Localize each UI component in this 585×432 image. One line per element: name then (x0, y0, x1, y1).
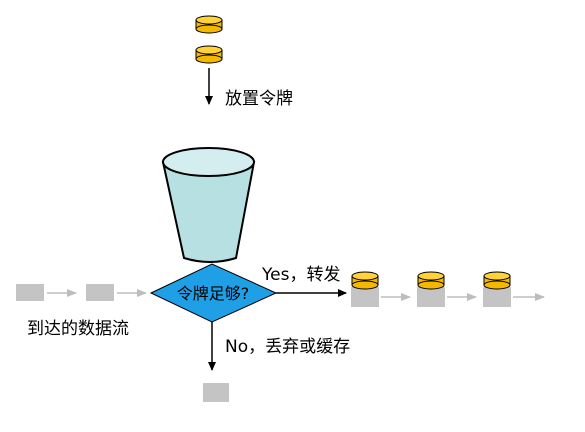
arriving-stream-label: 到达的数据流 (27, 319, 129, 339)
bucket-icon (161, 147, 256, 263)
forwarded-packet-2 (417, 271, 445, 307)
place-tokens-label: 放置令牌 (225, 89, 293, 109)
no-drop-label: No，丢弃或缓存 (225, 337, 350, 357)
dropped-packet (203, 383, 229, 402)
decision-label: 令牌足够? (177, 284, 250, 303)
yes-forward-label: Yes，转发 (261, 265, 340, 285)
falling-token-1 (195, 15, 223, 34)
incoming-packet-2 (86, 284, 114, 301)
forwarded-packet-3 (483, 271, 511, 307)
falling-token-2 (195, 45, 223, 64)
forwarded-packet-1 (351, 271, 379, 307)
incoming-packet-1 (16, 284, 44, 301)
